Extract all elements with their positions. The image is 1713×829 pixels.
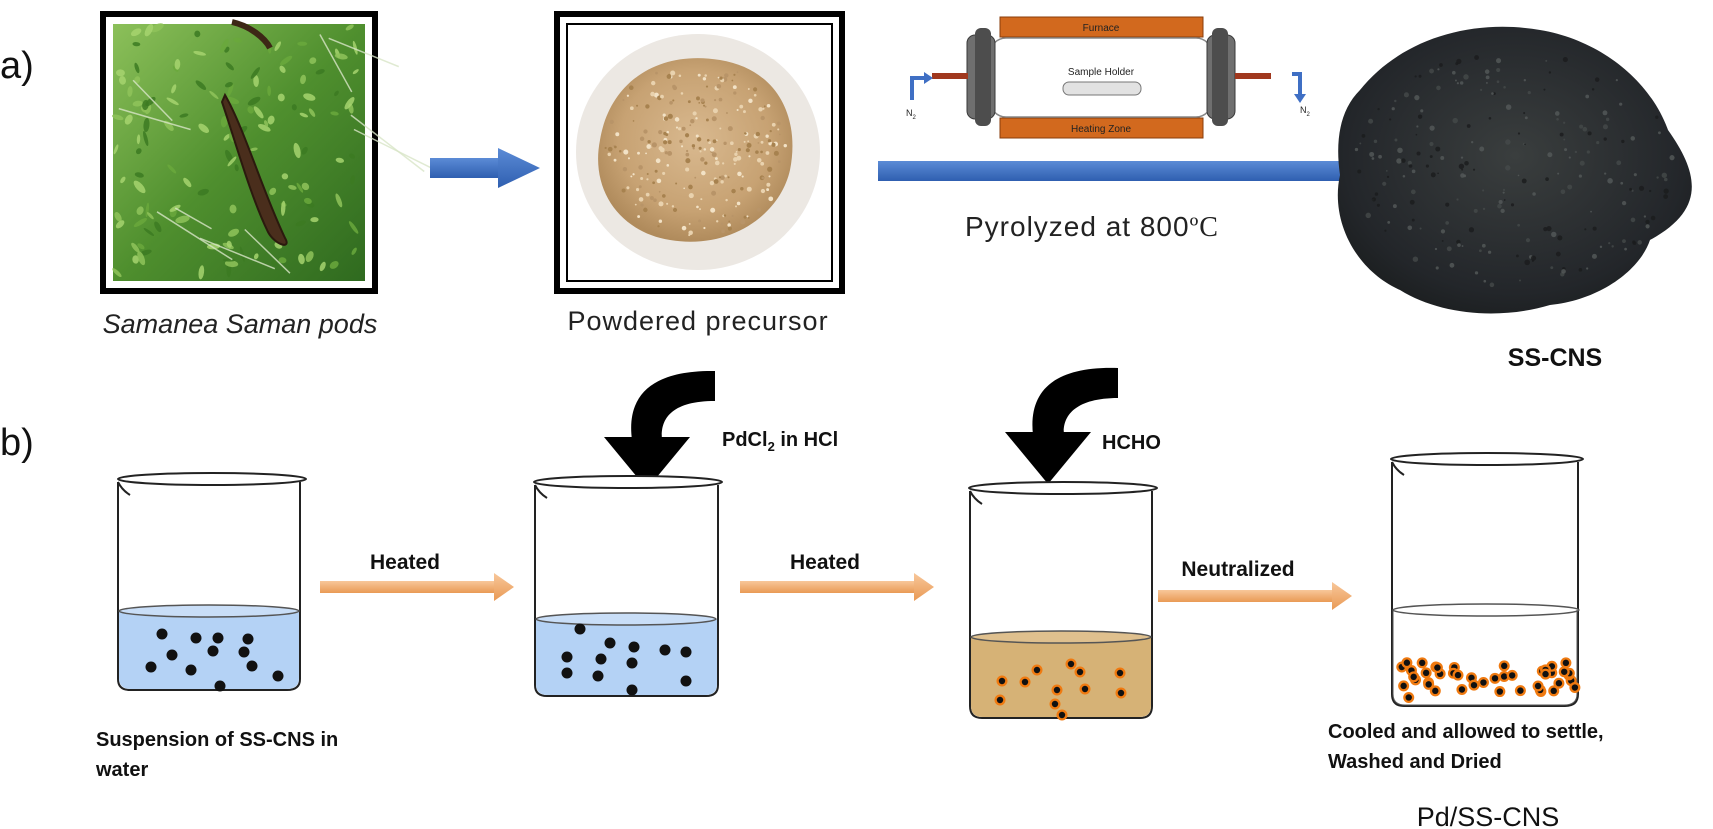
step-3-label: Neutralized [1181,558,1294,581]
caption-1: Suspension of SS-CNS in water [95,729,344,781]
furnace-label: Furnace [1083,23,1120,34]
process-arrow-3 [1158,582,1352,610]
reagent-1-label: PdCl2 in HCl [722,429,838,454]
powder-photo [554,11,845,294]
arrow-pyrolysis [878,151,1383,191]
gas-outlet-arrow-icon [1294,94,1306,103]
powder-caption: Powdered precursor [567,306,828,336]
gas-inlet-label: N2 [906,108,917,121]
gas-outlet-label: N2 [1300,105,1311,118]
down-arrow-icon [1005,432,1091,484]
caption-4: Cooled and allowed to settle, Washed and… [1328,721,1609,773]
sample-holder [1062,81,1142,96]
reagent-arrow-2 [1005,367,1118,484]
arrow-pods-to-powder [430,148,540,188]
reagent-2-label: HCHO [1102,432,1161,454]
beaker-2 [533,475,723,697]
furnace-top-bar [999,16,1204,38]
furnace-schematic: Furnace Heating Zone Sample Holder N2 N2 [906,16,1311,139]
process-arrow-2 [740,573,934,601]
reagent-arrow-1 [604,370,715,489]
process-arrow-1 [320,573,514,601]
heating-zone-label: Heating Zone [1071,124,1131,135]
furnace-bottom-bar [999,117,1204,139]
seed-pod-icon [220,92,288,246]
product-b-label: Pd/SS-CNS [1417,802,1560,829]
beaker-4 [1390,452,1584,707]
sample-holder-label: Sample Holder [1068,67,1135,78]
down-arrow-icon [604,437,690,489]
pyrolysis-label: Pyrolyzed at 800ºC [965,211,1219,243]
part-a-label: a) [0,45,34,87]
step-2-label: Heated [790,551,860,574]
part-b-label: b) [0,422,34,464]
beaker-1 [117,472,307,692]
beaker-3 [968,481,1158,721]
product-a-label: SS-CNS [1508,344,1602,372]
step-1-label: Heated [370,551,440,574]
pods-caption: Samanea Saman pods [103,309,378,339]
gas-inlet-arrow-icon [924,72,933,84]
carbon-powder-pile [1337,26,1692,314]
pods-photo [100,11,442,294]
